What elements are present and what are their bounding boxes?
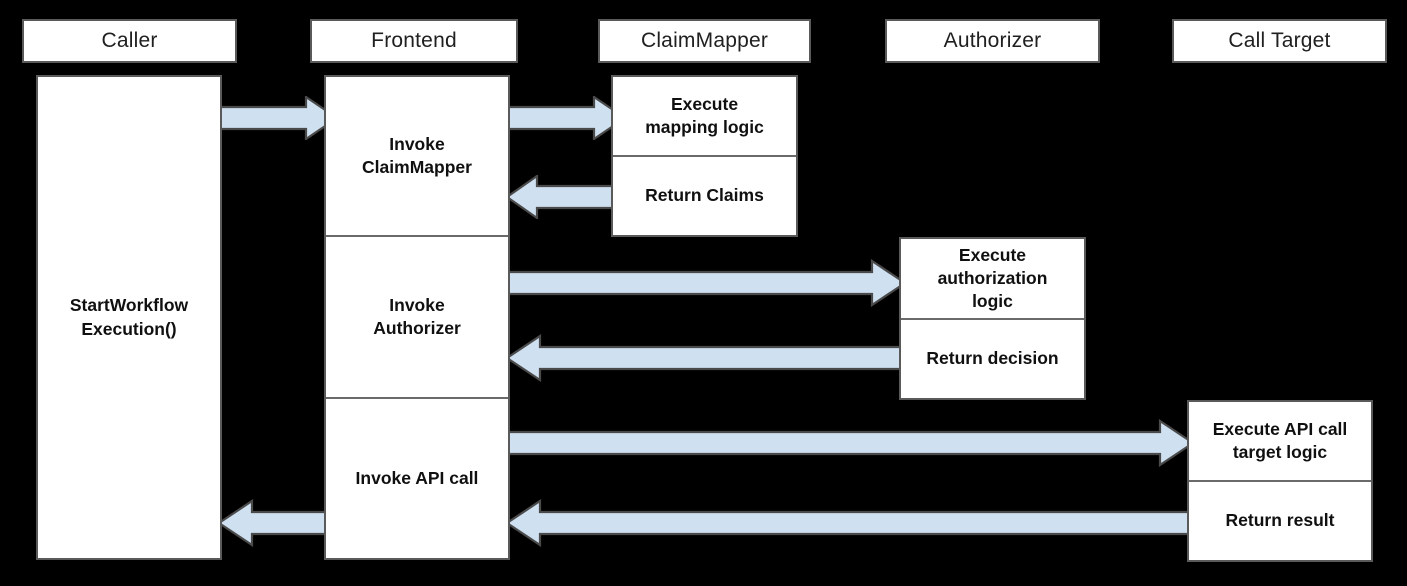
- message-arrow-caller-to-frontend: [218, 96, 338, 140]
- message-arrow-frontend-to-caller: [218, 499, 338, 547]
- participant-header-caller[interactable]: Caller: [22, 19, 237, 63]
- message-arrow-frontend-to-authorizer: [506, 259, 906, 307]
- message-arrow-authorizer-to-frontend: [506, 334, 906, 382]
- participant-header-frontend[interactable]: Frontend: [310, 19, 518, 63]
- lifeline-cell-calltarget-1: Return result: [1189, 480, 1371, 560]
- message-arrow-calltarget-to-frontend: [506, 499, 1194, 547]
- participant-label: Call Target: [1228, 29, 1331, 52]
- participant-label: ClaimMapper: [640, 29, 769, 52]
- lifeline-cell-frontend-2: Invoke API call: [326, 397, 508, 558]
- message-arrow-claimmapper-to-frontend: [506, 175, 626, 219]
- participant-header-claimmapper[interactable]: ClaimMapper: [598, 19, 811, 63]
- lifeline-cell-authorizer-1: Return decision: [901, 318, 1084, 398]
- participant-label: Authorizer: [943, 29, 1042, 52]
- lifeline-cell-claimmapper-1: Return Claims: [613, 155, 796, 235]
- participant-label: Caller: [101, 29, 158, 52]
- participant-header-authorizer[interactable]: Authorizer: [885, 19, 1100, 63]
- participant-header-calltarget[interactable]: Call Target: [1172, 19, 1387, 63]
- participant-label: Frontend: [371, 29, 457, 52]
- message-arrow-frontend-to-calltarget: [506, 419, 1194, 467]
- message-arrow-frontend-to-claimmapper: [506, 96, 626, 140]
